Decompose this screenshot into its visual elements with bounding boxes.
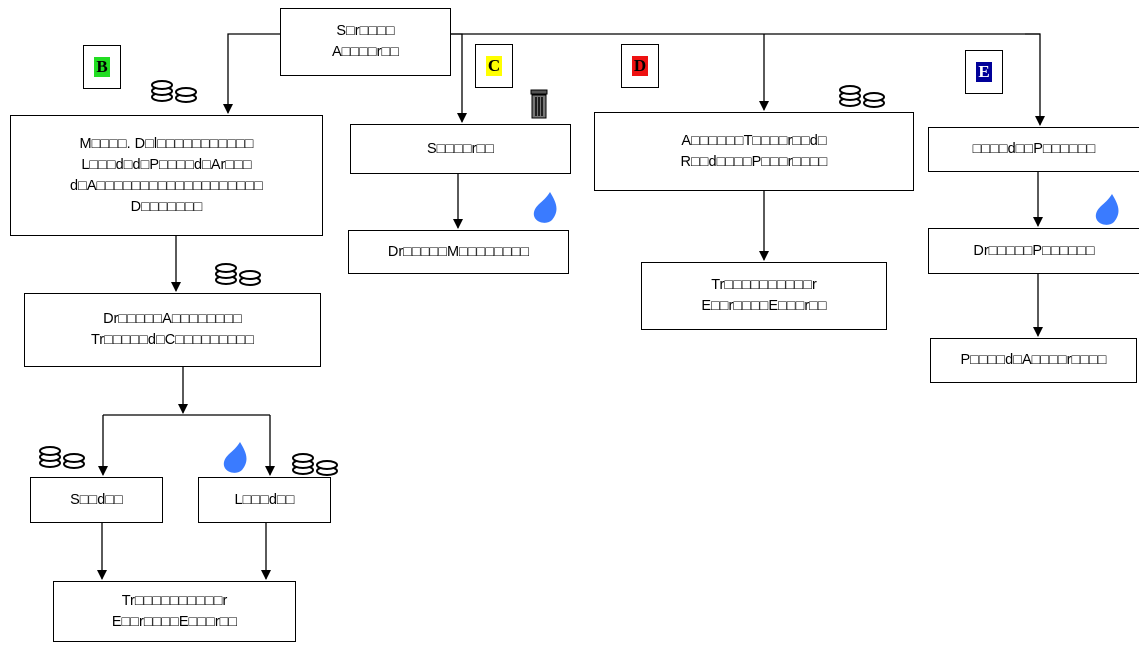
branch-b-node-left: S□□d□□ [30,477,163,523]
branch-e-node-3: P□□□□d□A□□□□r□□□□ [930,338,1137,383]
tag-b-letter: B [94,57,110,77]
branch-c-node-1: S□□□□r□□ [350,124,571,174]
tag-e-letter: E [976,62,992,82]
water-drop-icon [1095,194,1119,225]
tag-c-letter: C [485,56,503,76]
branch-b-node-right: L□□□d□□ [198,477,331,523]
connector-root-to-e [1025,33,1045,126]
branch-b-node-1: M□□□□. D□l□□□□□□□□□□□ L□□□d□d□P□□□□d□Ar□… [10,115,323,236]
coins-icon [151,80,197,103]
branch-b-node-bottom: Tr□□□□□□□□□□r E□□r□□□□E□□□r□□ [53,581,296,642]
tag-c: C [475,44,513,88]
root-node: S□r□□□□ A□□□□r□□ [280,8,451,76]
connector-root-to-b [223,33,280,114]
tag-b: B [83,45,121,89]
water-drop-icon [223,442,247,473]
water-drop-icon [533,192,557,223]
tag-d-letter: D [631,56,649,76]
branch-e-node-1: □□□□d□□P□□□□□□ [928,127,1139,172]
coins-icon [215,263,261,286]
tag-e: E [965,50,1003,94]
branch-e-node-2: Dr□□□□□P□□□□□□ [928,228,1139,274]
coins-icon [839,85,885,108]
tag-d: D [621,44,659,88]
branch-d-node-2: Tr□□□□□□□□□□r E□□r□□□□E□□□r□□ [641,262,887,330]
coins-icon [39,446,85,469]
branch-c-node-2: Dr□□□□□M□□□□□□□□ [348,230,569,274]
branch-b-node-2: Dr□□□□□A□□□□□□□□ Tr□□□□□d□C□□□□□□□□□ [24,293,321,367]
branch-d-node-1: A□□□□□□T□□□□r□□d□ R□□d□□□□P□□□r□□□□ [594,112,914,191]
coins-icon [292,453,338,476]
trash-bin-icon [530,89,548,119]
connector-root-to-c [450,33,467,123]
